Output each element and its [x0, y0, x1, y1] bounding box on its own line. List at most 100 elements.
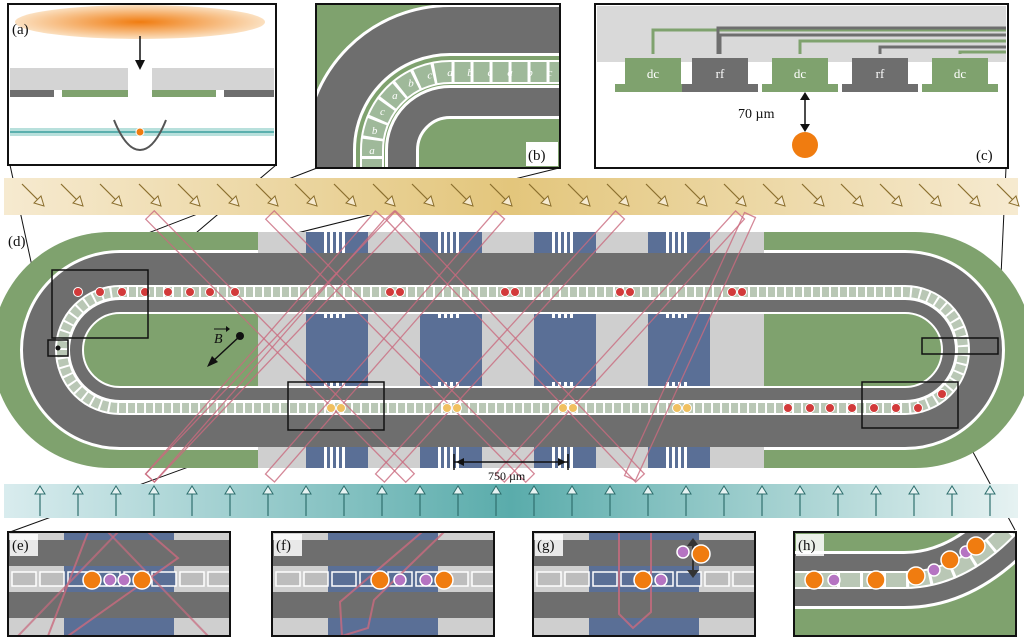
panel-frame — [793, 531, 1017, 637]
ion-orange — [132, 570, 152, 590]
ion-purple — [827, 573, 841, 587]
segment — [704, 571, 730, 587]
electrode-label: dc — [954, 66, 967, 81]
gold-arrow — [216, 183, 236, 203]
ion-red — [205, 287, 215, 297]
panel-a-label: (a) — [12, 22, 29, 38]
panel-rf-top — [272, 540, 494, 566]
gold-arrowhead — [111, 195, 123, 207]
gold-arrowhead — [423, 195, 435, 207]
ion-yellow — [442, 403, 452, 413]
panel-f: (f) — [271, 531, 495, 637]
segment — [179, 571, 205, 587]
laser-beam — [384, 209, 646, 484]
panel-g-label: (g) — [537, 538, 555, 554]
segment — [331, 571, 357, 587]
ion-purple — [103, 573, 117, 587]
gold-arrow — [411, 183, 431, 203]
electrode-label: dc — [647, 66, 660, 81]
gold-arrow — [21, 183, 41, 203]
electrode-label: rf — [876, 66, 885, 81]
teal-arrowhead — [642, 485, 654, 495]
ion-red — [825, 403, 835, 413]
laser-beam-a — [15, 5, 265, 39]
teal-arrowhead — [376, 485, 388, 495]
gold-arrow — [255, 183, 275, 203]
gold-arrow — [567, 183, 587, 203]
gold-arrow — [684, 183, 704, 203]
cell-letter: b — [408, 77, 414, 89]
segment — [275, 571, 301, 587]
electrode-rf-3 — [852, 58, 908, 86]
gold-arrow — [294, 183, 314, 203]
ion-red — [737, 287, 747, 297]
gold-arrowhead — [1008, 195, 1020, 207]
segment — [471, 571, 494, 587]
ion-red — [385, 287, 395, 297]
gold-arrow — [840, 183, 860, 203]
ion-orange — [633, 570, 653, 590]
panel-a: (a) — [7, 3, 277, 166]
teal-arrowhead — [34, 485, 46, 495]
scale-bar: 750 µm — [453, 454, 569, 483]
segment — [592, 571, 618, 587]
cell-letter: c — [380, 106, 385, 118]
cell-letter: b — [527, 67, 533, 79]
teal-arrowhead — [566, 485, 578, 495]
gold-arrowhead — [345, 195, 357, 207]
gold-arrowhead — [540, 195, 552, 207]
scale-bar-label: 750 µm — [488, 469, 526, 483]
panel-f-label: (f) — [276, 538, 291, 554]
ion-orange — [434, 570, 454, 590]
electrode-label: dc — [794, 66, 807, 81]
teal-arrowhead — [528, 485, 540, 495]
laser-beam — [623, 211, 757, 482]
gold-arrowhead — [813, 195, 825, 207]
gold-arrow — [645, 183, 665, 203]
gold-arrow — [450, 183, 470, 203]
interaction-zone-inner — [306, 318, 368, 382]
move-arrowhead — [687, 570, 699, 578]
gold-arrowhead — [774, 195, 786, 207]
segment — [536, 571, 562, 587]
teal-arrowhead — [452, 485, 464, 495]
teal-arrowhead — [908, 485, 920, 495]
panel-label-bg — [10, 534, 38, 556]
panel-frame — [532, 531, 756, 637]
segment — [732, 571, 755, 587]
gold-arrowhead — [72, 195, 84, 207]
gold-arrowhead — [33, 195, 45, 207]
ion-orange — [906, 566, 926, 586]
teal-arrowhead — [718, 485, 730, 495]
panel-rf-top — [533, 540, 755, 566]
gold-arrow — [60, 183, 80, 203]
b-field: B — [207, 326, 244, 367]
gold-arrow — [606, 183, 626, 203]
panel-rf-bottom — [533, 592, 755, 618]
laser-outline — [46, 532, 180, 636]
teal-arrowhead — [756, 485, 768, 495]
ion-yellow — [672, 403, 682, 413]
ion-red — [395, 287, 405, 297]
interaction-zone-inner — [534, 318, 596, 382]
panel-label-bg — [796, 534, 824, 556]
gold-arrow — [333, 183, 353, 203]
teal-arrowhead — [604, 485, 616, 495]
ions — [55, 287, 947, 413]
gold-arrowhead — [891, 195, 903, 207]
b-field-label: B — [214, 332, 223, 347]
cell-letter: c — [488, 67, 493, 79]
ion-orange — [966, 536, 986, 556]
ion-purple — [393, 573, 407, 587]
teal-arrowhead — [946, 485, 958, 495]
gold-arrowhead — [852, 195, 864, 207]
panel-h-label: (h) — [798, 538, 816, 554]
teal-arrowhead — [984, 485, 996, 495]
ion-red — [847, 403, 857, 413]
electrode-label: rf — [716, 66, 725, 81]
ion-red — [95, 287, 105, 297]
gold-arrow — [372, 183, 392, 203]
gold-arrow — [762, 183, 782, 203]
ion-purple — [676, 545, 690, 559]
